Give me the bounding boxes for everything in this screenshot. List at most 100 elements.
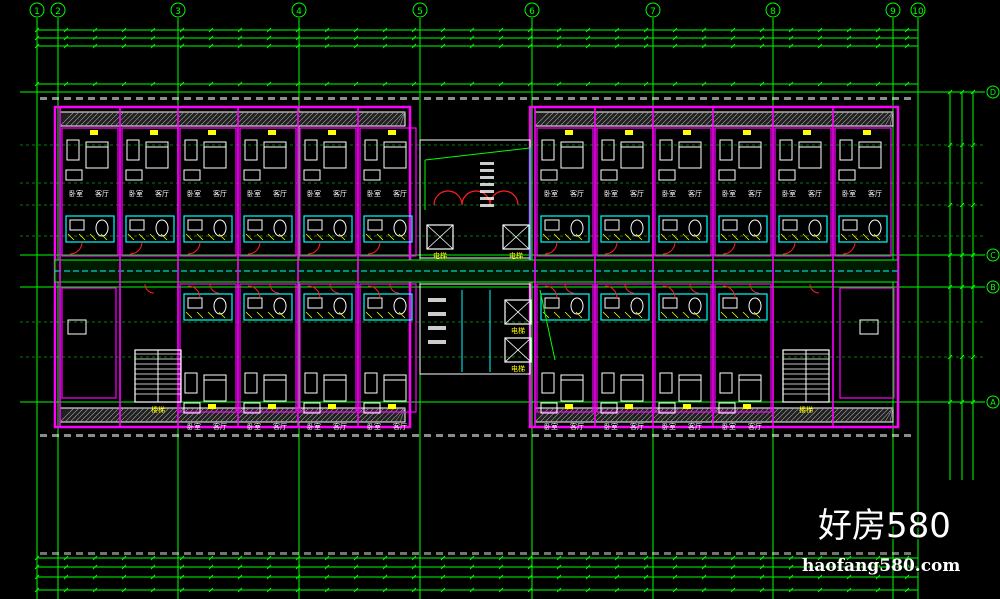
hatch-line: [114, 407, 130, 423]
dimension-tick: [701, 555, 707, 561]
dimension-tick: [759, 43, 765, 49]
dimension-tick: [353, 81, 359, 87]
hatch-line: [534, 111, 550, 127]
tile-mark: [542, 311, 550, 319]
balcony-hatch: [534, 111, 894, 127]
bed-pillow: [145, 141, 169, 148]
tile-mark: [682, 233, 690, 241]
toilet: [155, 219, 169, 237]
room-label-living: 客厅: [273, 422, 287, 431]
dimension-tick: [527, 587, 533, 593]
hatch-line: [399, 407, 406, 423]
dimension-text-mark: [772, 552, 779, 555]
dimension-tick: [585, 35, 591, 41]
dimension-tick: [585, 43, 591, 49]
dimension-tick: [266, 35, 272, 41]
dimension-text-mark: [892, 552, 899, 555]
dimension-text-mark: [196, 552, 203, 555]
dimension-text-mark: [724, 434, 731, 437]
hatch-line: [619, 111, 635, 127]
hatch-line: [879, 111, 894, 127]
dimension-tick: [63, 35, 69, 41]
dimension-text-mark: [604, 434, 611, 437]
hatch-line: [224, 111, 240, 127]
dimension-tick: [614, 555, 620, 561]
apartment-unit: 卧室客厅: [714, 127, 772, 257]
dimension-tick: [701, 35, 707, 41]
dimension-tick: [150, 43, 156, 49]
dimension-text-mark: [460, 552, 467, 555]
room-label-living: 客厅: [393, 189, 407, 198]
dimension-text-mark: [796, 434, 803, 437]
sink: [69, 219, 85, 231]
dimension-tick: [324, 81, 330, 87]
dimension-text-mark: [760, 97, 767, 100]
dimension-text-mark: [340, 552, 347, 555]
dimension-text-mark: [232, 552, 239, 555]
hatch-line: [699, 111, 715, 127]
dimension-text-mark: [64, 97, 71, 100]
dimension-text-mark: [664, 434, 671, 437]
dimension-text-mark: [280, 434, 287, 437]
dimension-tick: [63, 43, 69, 49]
dimension-tick: [150, 35, 156, 41]
door-swing: [782, 241, 796, 255]
room-label-living: 客厅: [95, 189, 109, 198]
dimension-tick: [295, 43, 301, 49]
hatch-line: [224, 407, 240, 423]
hatch-line: [204, 111, 220, 127]
dimension-tick: [92, 574, 98, 580]
hatch-line: [254, 111, 270, 127]
lift-label: 电梯: [509, 251, 523, 260]
hatch-line: [794, 407, 810, 423]
bathroom-block: [65, 215, 115, 243]
dimension-text-mark: [904, 97, 911, 100]
axis-label-right: C: [990, 251, 996, 260]
hatch-line: [289, 111, 305, 127]
dimension-tick: [63, 81, 69, 87]
dimension-text-mark: [676, 552, 683, 555]
tile-mark: [78, 233, 86, 241]
dimension-tick: [643, 81, 649, 87]
dimension-text-mark: [616, 434, 623, 437]
apartment-unit: 卧室客厅: [179, 127, 237, 257]
dimension-text-mark: [880, 434, 887, 437]
hatch-line: [844, 111, 860, 127]
room-label-living: 客厅: [688, 189, 702, 198]
axis-bubble: [524, 2, 540, 18]
toilet: [333, 297, 347, 315]
tile-mark: [742, 311, 750, 319]
hatch-line: [784, 407, 800, 423]
core-note-mark: [428, 312, 446, 316]
hatch-line: [574, 111, 590, 127]
toilet: [213, 297, 227, 315]
unit-walls: [239, 283, 297, 413]
desk: [838, 169, 856, 181]
hatch-line: [274, 111, 290, 127]
dimension-text-mark: [820, 434, 827, 437]
hatch-line: [359, 111, 375, 127]
dimension-tick: [150, 81, 156, 87]
hatch-line: [189, 111, 205, 127]
dimension-text-mark: [592, 97, 599, 100]
tile-mark: [207, 311, 215, 319]
dimension-tick: [237, 27, 243, 33]
dimension-tick: [353, 555, 359, 561]
bed-pillow: [203, 141, 227, 148]
bed-pillow: [620, 141, 644, 148]
axis-bubble: [412, 2, 428, 18]
unit-walls: [834, 127, 892, 257]
hatch-line: [94, 407, 110, 423]
dimension-text-mark: [268, 552, 275, 555]
dimension-tick: [411, 587, 417, 593]
axis-bubble: [885, 2, 901, 18]
dimension-tick: [469, 27, 475, 33]
dimension-text-mark: [388, 434, 395, 437]
dimension-text-mark: [124, 552, 131, 555]
dimension-tick: [672, 35, 678, 41]
unit-walls: [536, 127, 594, 257]
dimension-tick: [817, 35, 823, 41]
tile-mark: [138, 233, 146, 241]
dimension-text-mark: [760, 434, 767, 437]
dimension-tick: [817, 564, 823, 570]
